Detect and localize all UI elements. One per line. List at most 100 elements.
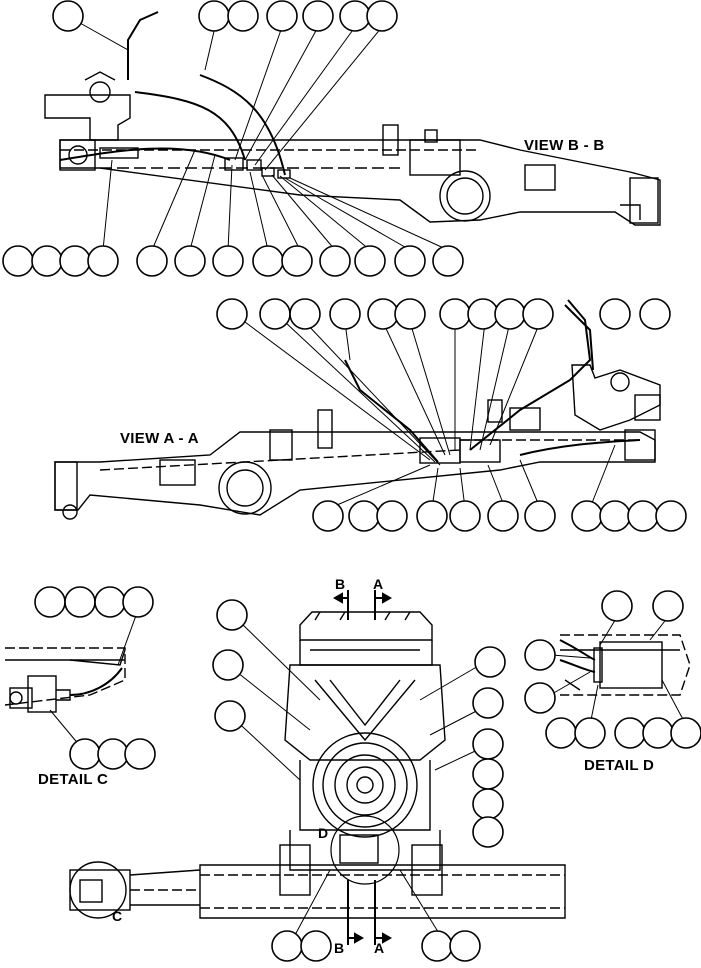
- balloon: [216, 298, 248, 330]
- engine-balloons: [212, 599, 506, 962]
- balloon: [394, 298, 426, 330]
- detail-marker-d: D: [318, 825, 329, 841]
- section-label-b-bottom: B: [334, 940, 345, 956]
- balloon: [124, 738, 156, 770]
- detail-c-balloons: [34, 586, 156, 770]
- balloon: [472, 728, 504, 760]
- balloon: [639, 298, 671, 330]
- balloon: [289, 298, 321, 330]
- detail-c-leaders: [49, 609, 139, 753]
- balloon: [652, 590, 684, 622]
- balloon: [348, 500, 380, 532]
- balloon: [614, 717, 646, 749]
- detail-d-drawing: [559, 634, 691, 696]
- balloon: [259, 298, 291, 330]
- balloon: [367, 298, 399, 330]
- balloon: [655, 500, 687, 532]
- view-aa-frame: [54, 364, 661, 520]
- balloon: [34, 586, 66, 618]
- balloon: [216, 599, 248, 631]
- balloon: [571, 500, 603, 532]
- balloon: [300, 930, 332, 962]
- balloon: [281, 245, 313, 277]
- engine-leaders: [227, 621, 489, 936]
- balloon: [642, 717, 674, 749]
- balloon: [524, 682, 556, 714]
- balloon: [329, 298, 361, 330]
- balloon: [599, 500, 631, 532]
- balloon: [136, 245, 168, 277]
- balloon: [472, 816, 504, 848]
- view-bb-leaders: [79, 22, 449, 251]
- balloon: [339, 0, 371, 32]
- section-arrows: [332, 590, 393, 945]
- balloon: [227, 0, 259, 32]
- balloon: [416, 500, 448, 532]
- balloon: [212, 245, 244, 277]
- balloon: [421, 930, 453, 962]
- section-label-b-top: B: [335, 576, 346, 592]
- balloon: [449, 500, 481, 532]
- balloon: [670, 717, 701, 749]
- balloon: [312, 500, 344, 532]
- balloon: [59, 245, 91, 277]
- balloon: [174, 245, 206, 277]
- view-aa-leaders: [244, 321, 616, 509]
- balloon: [354, 245, 386, 277]
- balloon: [198, 0, 230, 32]
- engine-assembly: [69, 611, 566, 919]
- balloon: [472, 687, 504, 719]
- view-bb-balloons-top: [52, 0, 398, 32]
- balloon: [494, 298, 526, 330]
- balloon: [545, 717, 577, 749]
- balloon: [122, 586, 154, 618]
- view-bb-cables: [59, 11, 286, 176]
- balloon: [522, 298, 554, 330]
- balloon: [524, 639, 556, 671]
- balloon: [394, 245, 426, 277]
- balloon: [31, 245, 63, 277]
- detail-d-balloons: [524, 590, 701, 749]
- balloon: [302, 0, 334, 32]
- view-bb-balloons-bottom: [2, 245, 464, 277]
- balloon: [266, 0, 298, 32]
- section-label-a-bottom: A: [374, 940, 385, 956]
- balloon: [599, 298, 631, 330]
- detail-marker-c: C: [112, 908, 123, 924]
- balloon: [472, 758, 504, 790]
- balloon: [94, 586, 126, 618]
- section-label-a-top: A: [373, 576, 384, 592]
- detail-c-label: DETAIL C: [38, 771, 109, 788]
- balloon: [524, 500, 556, 532]
- view-aa-label: VIEW A - A: [120, 430, 199, 447]
- balloon: [432, 245, 464, 277]
- view-aa-cables: [344, 299, 641, 463]
- balloon: [366, 0, 398, 32]
- balloon: [627, 500, 659, 532]
- balloon: [449, 930, 481, 962]
- balloon: [212, 649, 244, 681]
- view-aa-balloons-bottom: [312, 500, 687, 532]
- balloon: [271, 930, 303, 962]
- balloon: [69, 738, 101, 770]
- balloon: [252, 245, 284, 277]
- balloon: [472, 788, 504, 820]
- detail-d-label: DETAIL D: [584, 757, 655, 774]
- balloon: [601, 590, 633, 622]
- detail-d-leaders: [544, 616, 687, 726]
- view-aa-balloons-top: [216, 298, 671, 330]
- balloon: [487, 500, 519, 532]
- balloon: [467, 298, 499, 330]
- balloon: [439, 298, 471, 330]
- balloon: [214, 700, 246, 732]
- view-bb-label: VIEW B - B: [524, 137, 605, 154]
- balloon: [2, 245, 34, 277]
- balloon: [87, 245, 119, 277]
- detail-c-drawing: [4, 647, 126, 713]
- balloon: [97, 738, 129, 770]
- balloon: [319, 245, 351, 277]
- balloon: [474, 646, 506, 678]
- balloon: [64, 586, 96, 618]
